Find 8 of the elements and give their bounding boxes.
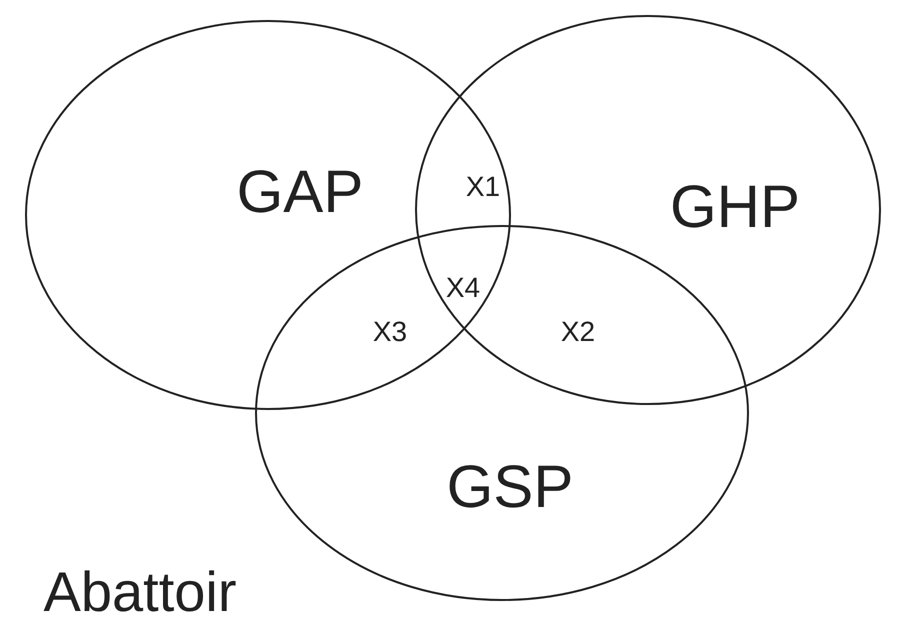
set-label: GSP <box>446 457 574 517</box>
region-label: X1 <box>466 173 500 201</box>
set-label: GAP <box>236 162 364 222</box>
region-label: X2 <box>560 318 596 346</box>
region-label: X3 <box>372 318 408 346</box>
region-label: X4 <box>446 274 480 302</box>
set-label: GHP <box>670 177 800 237</box>
figure-label: Abattoir <box>44 564 236 620</box>
